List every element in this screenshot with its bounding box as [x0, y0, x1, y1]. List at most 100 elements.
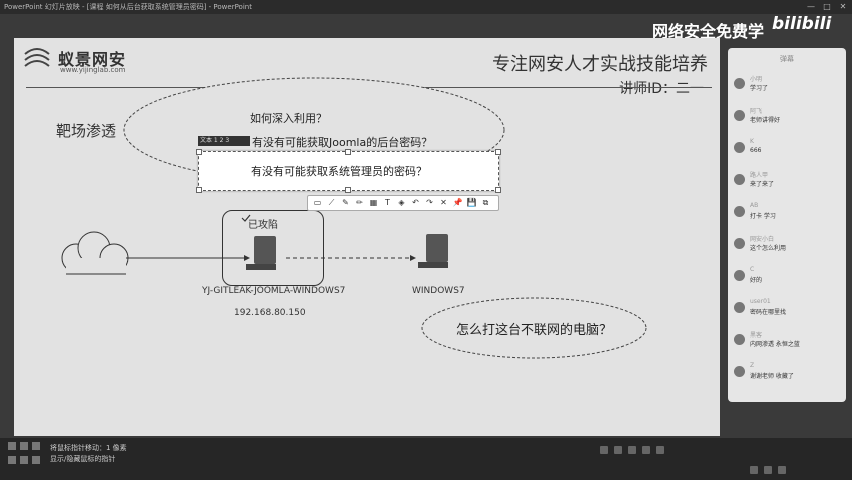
slide-slogan: 专注网安人才实战技能培养: [492, 54, 708, 75]
bubble-question-1: 如何深入利用？: [250, 112, 327, 125]
resize-handle-tr[interactable]: [495, 149, 501, 155]
marker-icon[interactable]: ✏: [356, 198, 363, 207]
thought-bubble-bottom: [421, 297, 647, 359]
chat-username: 小明: [750, 76, 763, 83]
watermark-brand: 网络安全免费学: [652, 22, 765, 41]
chat-message: 666: [750, 147, 762, 154]
pin-icon[interactable]: 📌: [452, 198, 463, 207]
chat-username: 阿飞: [750, 108, 763, 115]
avatar: [734, 270, 745, 281]
chat-message: 老师讲得好: [750, 117, 781, 124]
bilibili-logo: bilibili: [772, 14, 832, 34]
computer-icon-pc1: [246, 236, 276, 270]
chat-message: 学习了: [750, 85, 769, 92]
tray-icon[interactable]: [628, 446, 636, 454]
system-tray: [600, 442, 848, 478]
line-icon[interactable]: ⟋: [328, 198, 335, 207]
pc1-ip: 192.168.80.150: [234, 308, 306, 318]
taskbar: [0, 438, 852, 480]
annotation-tag: 文本 1 2 3: [198, 136, 250, 146]
chat-item: 小明学习了: [734, 74, 844, 104]
close-window-button[interactable]: ✕: [839, 2, 847, 11]
resize-handle-t[interactable]: [345, 149, 351, 155]
resize-handle-bl[interactable]: [196, 187, 202, 193]
pc1-hostname: YJ-GITLEAK-JOOMLA-WINDOWS7: [202, 286, 346, 296]
chat-username: 黑客: [750, 332, 763, 339]
minimize-button[interactable]: —: [807, 2, 815, 11]
eraser-icon[interactable]: ◈: [398, 198, 405, 207]
pen-icon[interactable]: ✎: [342, 198, 349, 207]
tray-icon[interactable]: [600, 446, 608, 454]
tray-icon[interactable]: [614, 446, 622, 454]
annotation-toolbar: ▭ ⟋ ✎ ✏ ▦ T ◈ ↶ ↷ ✕ 📌💾 ⧉: [307, 195, 499, 211]
chat-item: AB 打卡 学习: [734, 202, 844, 232]
bubble-question-2: 有没有可能获取Joomla的后台密码？: [252, 136, 433, 149]
text-icon[interactable]: T: [385, 198, 390, 207]
compromised-zone: [222, 210, 324, 286]
close-icon[interactable]: ✕: [440, 198, 447, 207]
maximize-button[interactable]: □: [823, 2, 831, 11]
section-title: 靶场渗透: [56, 122, 117, 140]
chat-username: user01: [750, 298, 771, 305]
chat-item: C 好的: [734, 266, 844, 296]
chat-message: 来了来了: [750, 181, 775, 188]
chat-username: 路人甲: [750, 172, 769, 179]
copy-icon[interactable]: ⧉: [482, 198, 489, 207]
avatar: [734, 238, 745, 249]
tray-icon[interactable]: [778, 466, 786, 474]
lecturer-id: 讲师ID：二一: [619, 81, 704, 97]
window-titlebar: PowerPoint 幻灯片放映 - [课程 如何从后台获取系统管理员密码] -…: [0, 0, 852, 14]
tray-icon[interactable]: [642, 446, 650, 454]
annotation-text[interactable]: 有没有可能获取系统管理员的密码？: [251, 165, 427, 178]
chat-username: Z: [750, 362, 755, 369]
avatar: [734, 206, 745, 217]
chat-item: K 666: [734, 138, 844, 168]
chat-username: C: [750, 266, 755, 273]
avatar: [734, 302, 745, 313]
keyboard-icon: [8, 442, 40, 464]
resize-handle-br[interactable]: [495, 187, 501, 193]
avatar: [734, 78, 745, 89]
status-tip: 将鼠标指针移动：1 像素 显示/隐藏鼠标的指针: [50, 443, 127, 465]
chat-item: 黑客内网渗透 永恒之蓝: [734, 330, 844, 360]
compromised-label: 已攻陷: [248, 220, 278, 231]
computer-icon-pc2: [418, 234, 448, 268]
chat-message: 内网渗透 永恒之蓝: [750, 341, 800, 348]
chat-username: K: [750, 138, 754, 145]
annotation-textbox[interactable]: 有没有可能获取系统管理员的密码？: [196, 149, 501, 193]
undo-icon[interactable]: ↶: [412, 198, 419, 207]
chat-message: 谢谢老师 收藏了: [750, 373, 794, 380]
tray-icon[interactable]: [764, 466, 772, 474]
chat-message: 打卡 学习: [750, 213, 776, 220]
tray-icon[interactable]: [750, 466, 758, 474]
avatar: [734, 334, 745, 345]
chat-username: AB: [750, 202, 759, 209]
status-tip-line1: 将鼠标指针移动：1 像素: [50, 444, 127, 452]
mosaic-icon[interactable]: ▦: [369, 198, 378, 207]
chat-item: 路人甲来了来了: [734, 170, 844, 200]
resize-handle-b[interactable]: [345, 187, 351, 193]
avatar: [734, 174, 745, 185]
avatar: [734, 366, 745, 377]
check-icon: [241, 214, 251, 222]
avatar: [734, 142, 745, 153]
status-tip-line2: 显示/隐藏鼠标的指针: [50, 455, 116, 463]
network-diagram: [61, 77, 647, 359]
logo-name: 蚁景网安: [58, 50, 127, 69]
logo-url: www.yijinglab.com: [60, 66, 126, 74]
slide-canvas: 蚁景网安 www.yijinglab.com 专注网安人才实战技能培养 讲师ID…: [14, 38, 720, 436]
rect-icon[interactable]: ▭: [313, 198, 322, 207]
redo-icon[interactable]: ↷: [426, 198, 433, 207]
chat-message: 这个怎么利用: [750, 245, 787, 252]
pc2-hostname: WINDOWS7: [412, 286, 465, 296]
tray-icon[interactable]: [656, 446, 664, 454]
chat-header: 弹幕: [780, 55, 794, 63]
window-title: PowerPoint 幻灯片放映 - [课程 如何从后台获取系统管理员密码] -…: [4, 3, 252, 11]
bubble-question-3: 怎么打这台不联网的电脑？: [456, 323, 613, 338]
chat-message: 好的: [750, 277, 763, 284]
save-icon[interactable]: 💾: [466, 198, 477, 207]
chat-item: 阿飞老师讲得好: [734, 106, 844, 136]
resize-handle-tl[interactable]: [196, 149, 202, 155]
